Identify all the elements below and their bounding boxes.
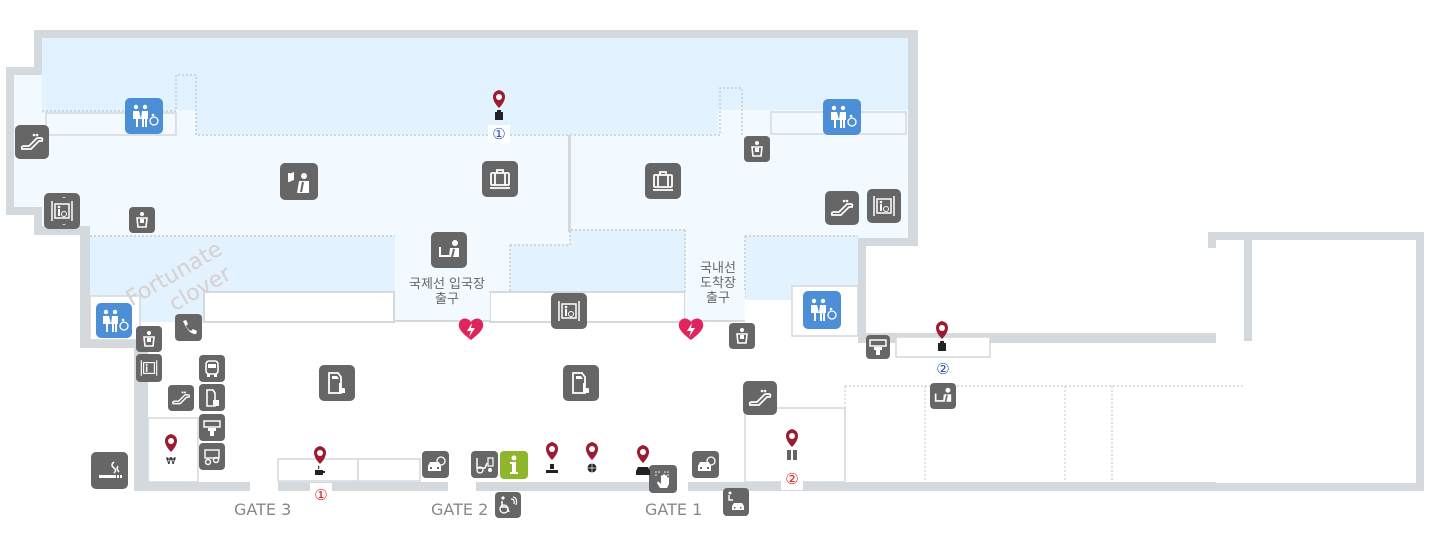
shop-1-pin[interactable] bbox=[489, 88, 509, 128]
currency-pin[interactable]: ₩ bbox=[161, 432, 181, 472]
dom-arrival-exit-label: 국내선 도착장 출구 bbox=[688, 261, 748, 306]
service-counter-pin[interactable] bbox=[542, 440, 562, 480]
shop-2-pin[interactable] bbox=[932, 319, 952, 359]
dom-exit-line-1: 국내선 bbox=[700, 261, 736, 276]
shop-1-number: ① bbox=[488, 125, 510, 143]
baggage-claim-icon[interactable] bbox=[645, 163, 681, 199]
dom-exit-line-2: 도착장 bbox=[700, 276, 736, 291]
braille-guide-icon[interactable] bbox=[649, 465, 677, 493]
accessible-parking-icon[interactable] bbox=[723, 488, 749, 516]
accessible-service-icon[interactable] bbox=[495, 492, 521, 518]
aed-icon[interactable] bbox=[457, 317, 485, 341]
parking-icon[interactable] bbox=[422, 451, 449, 478]
kiosk-icon[interactable] bbox=[199, 384, 225, 411]
restroom-icon[interactable] bbox=[823, 99, 861, 135]
gate-3-label: GATE 3 bbox=[234, 500, 292, 519]
restaurant-2-pin[interactable] bbox=[782, 427, 802, 467]
escalator-icon[interactable] bbox=[168, 385, 194, 411]
gate-2-label: GATE 2 bbox=[431, 500, 489, 519]
smoking-area-icon[interactable] bbox=[91, 452, 128, 489]
escalator-icon[interactable] bbox=[743, 381, 777, 415]
phone-icon[interactable] bbox=[175, 314, 202, 341]
info-desk-icon[interactable] bbox=[431, 232, 467, 268]
elevator-icon[interactable] bbox=[136, 354, 162, 382]
customs-icon[interactable] bbox=[280, 163, 318, 200]
restaurant-2-number: ② bbox=[781, 470, 803, 488]
aed-icon[interactable] bbox=[677, 317, 705, 341]
escalator-icon[interactable] bbox=[15, 125, 49, 159]
bus-icon[interactable] bbox=[199, 355, 225, 382]
currency-exchange-icon[interactable] bbox=[199, 443, 225, 470]
parking-icon[interactable] bbox=[692, 451, 719, 478]
car-rental-pin[interactable] bbox=[633, 443, 653, 483]
dom-exit-line-3: 출구 bbox=[706, 291, 730, 306]
cafe-1-number: ① bbox=[310, 486, 332, 504]
restroom-icon[interactable] bbox=[125, 98, 163, 134]
gate-1-label: GATE 1 bbox=[645, 500, 703, 519]
restroom-icon[interactable] bbox=[803, 291, 841, 329]
baggage-claim-icon[interactable] bbox=[482, 161, 518, 197]
nursing-room-icon[interactable] bbox=[729, 323, 755, 349]
restroom-icon[interactable] bbox=[96, 303, 132, 338]
self-kiosk-icon[interactable] bbox=[319, 365, 355, 401]
intl-exit-line-1: 국제선 입국장 bbox=[409, 277, 485, 292]
elevator-icon[interactable] bbox=[551, 293, 587, 329]
information-icon[interactable] bbox=[500, 451, 528, 479]
atm-icon[interactable] bbox=[199, 414, 225, 441]
svg-text:₩: ₩ bbox=[166, 456, 176, 466]
nursing-room-icon[interactable] bbox=[129, 207, 155, 233]
elevator-icon[interactable] bbox=[44, 193, 80, 229]
info-desk-icon[interactable] bbox=[930, 383, 956, 409]
nursing-room-icon[interactable] bbox=[744, 136, 770, 162]
intl-exit-line-2: 출구 bbox=[435, 292, 459, 307]
cafe-1-pin[interactable] bbox=[310, 444, 330, 484]
globe-pin[interactable] bbox=[582, 440, 602, 480]
shop-2-number: ② bbox=[932, 360, 954, 378]
escalator-icon[interactable] bbox=[825, 191, 859, 225]
wheelchair-rental-icon[interactable] bbox=[471, 451, 498, 478]
self-kiosk-icon[interactable] bbox=[563, 365, 599, 401]
elevator-icon[interactable] bbox=[867, 189, 901, 223]
atm-icon[interactable] bbox=[866, 335, 890, 359]
nursing-room-icon[interactable] bbox=[136, 326, 162, 352]
intl-arrival-exit-label: 국제선 입국장 출구 bbox=[392, 277, 502, 307]
